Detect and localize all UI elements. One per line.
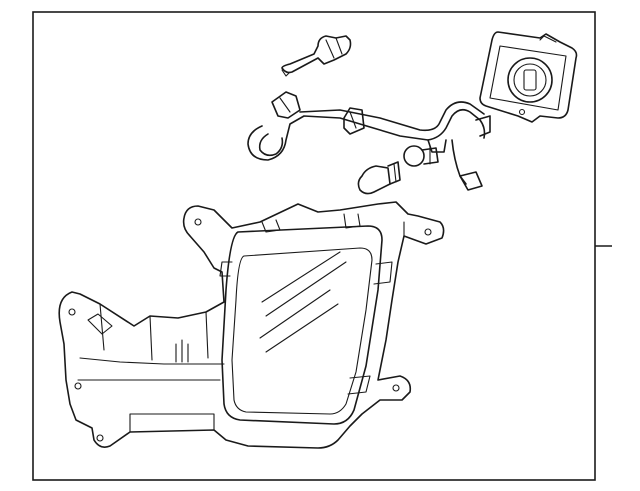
headlamp-housing[interactable] bbox=[58, 201, 445, 449]
wiring-harness[interactable] bbox=[247, 91, 491, 191]
bulb-socket[interactable] bbox=[403, 145, 439, 167]
ballast-module[interactable] bbox=[479, 31, 578, 123]
bulb[interactable] bbox=[357, 161, 401, 195]
bracket-clip[interactable] bbox=[281, 35, 352, 77]
